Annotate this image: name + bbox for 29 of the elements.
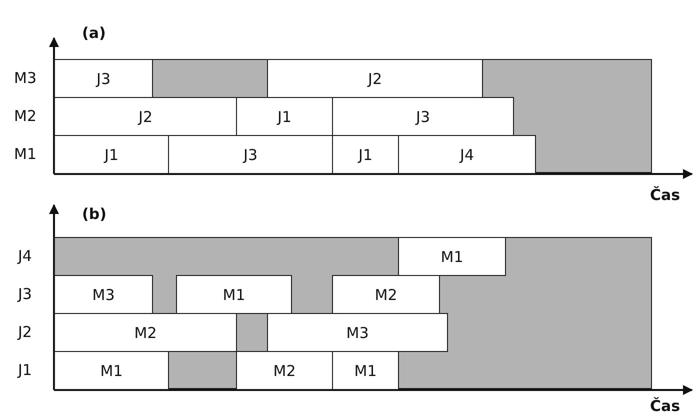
task-bar: M1: [398, 237, 506, 276]
row-label: J2: [18, 323, 32, 341]
task-bar: M2: [236, 351, 333, 390]
task-bar: J3: [168, 135, 333, 174]
axis-label: Čas: [650, 186, 680, 204]
row-label: J1: [18, 361, 32, 379]
task-bar: M3: [267, 313, 448, 352]
task-bar: M2: [332, 275, 440, 314]
task-bar: M2: [54, 313, 237, 352]
row-label: J4: [18, 247, 32, 265]
task-bar: J1: [332, 135, 399, 174]
task-bar: J2: [267, 59, 483, 98]
row-label: M3: [14, 69, 36, 87]
task-bar: J4: [398, 135, 536, 174]
task-bar: M1: [332, 351, 399, 390]
task-bar: J3: [54, 59, 153, 98]
task-bar: J3: [332, 97, 514, 136]
row-label: M1: [14, 145, 36, 163]
task-bar: M3: [54, 275, 153, 314]
row-label: J3: [18, 285, 32, 303]
task-bar: J1: [236, 97, 333, 136]
row-label: M2: [14, 107, 36, 125]
task-bar: J1: [54, 135, 169, 174]
task-bar: M1: [176, 275, 292, 314]
axis-label: Čas: [650, 397, 680, 415]
chart-label: (a): [82, 24, 106, 42]
task-bar: J2: [54, 97, 237, 136]
task-bar: M1: [54, 351, 169, 390]
chart-label: (b): [82, 205, 106, 223]
